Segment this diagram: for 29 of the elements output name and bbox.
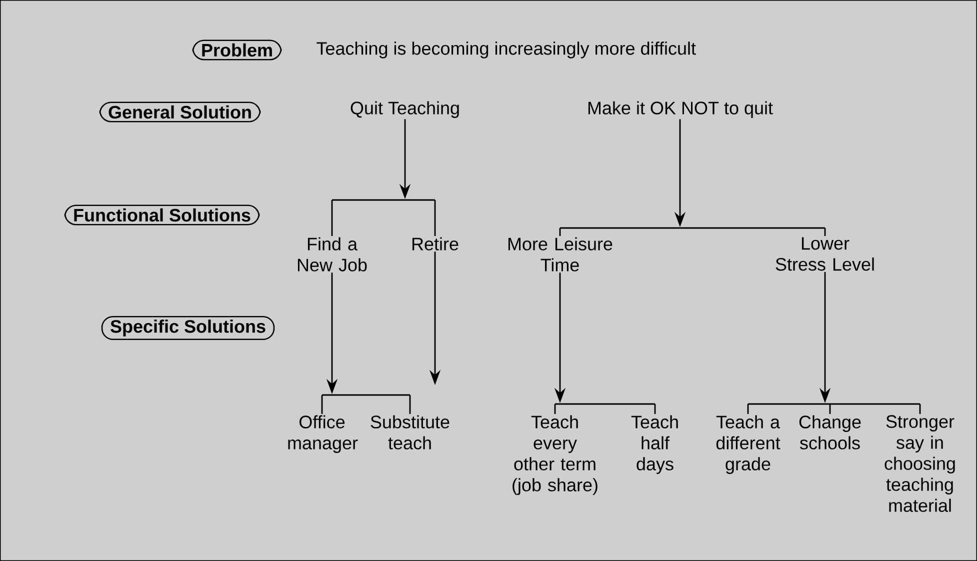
solution-text: Office manager [288,415,358,453]
solution-text: Find a New Job [298,237,367,272]
solution-text: Teach every other term (job share) [512,415,598,495]
solution-text: Substitute teach [370,415,450,450]
solution-text: Teach half days [631,415,678,474]
bracket-line [824,228,826,236]
solution-text: Stronger say in choosing teaching material [884,415,955,512]
solution-text: Retire [412,237,458,250]
bracket-line [554,404,556,414]
bracket-line [331,200,333,236]
solution-text: More Leisure Time [508,237,612,272]
bracket-line [919,404,921,414]
bracket-line [654,404,656,414]
solution-text: Make it OK NOT to quit [588,101,773,118]
level-box: General Solution [99,102,261,122]
level-box: Functional Solutions [64,204,260,226]
statement-text: Teaching is becoming increasingly more difficult [316,42,696,58]
solution-text: Lower Stress Level [776,237,874,271]
bracket-line [559,228,561,236]
bracket-line [434,200,436,236]
level-box: Specific Solutions [101,316,275,340]
bracket-line [829,404,831,414]
bracket-line [321,395,323,414]
bracket-line [409,395,411,414]
solution-text: Teach a different grade [716,415,780,474]
solution-text: Quit Teaching [350,101,459,118]
level-box: Problem [192,40,282,60]
bracket-line [747,404,749,414]
solution-text: Change schools [799,415,861,450]
